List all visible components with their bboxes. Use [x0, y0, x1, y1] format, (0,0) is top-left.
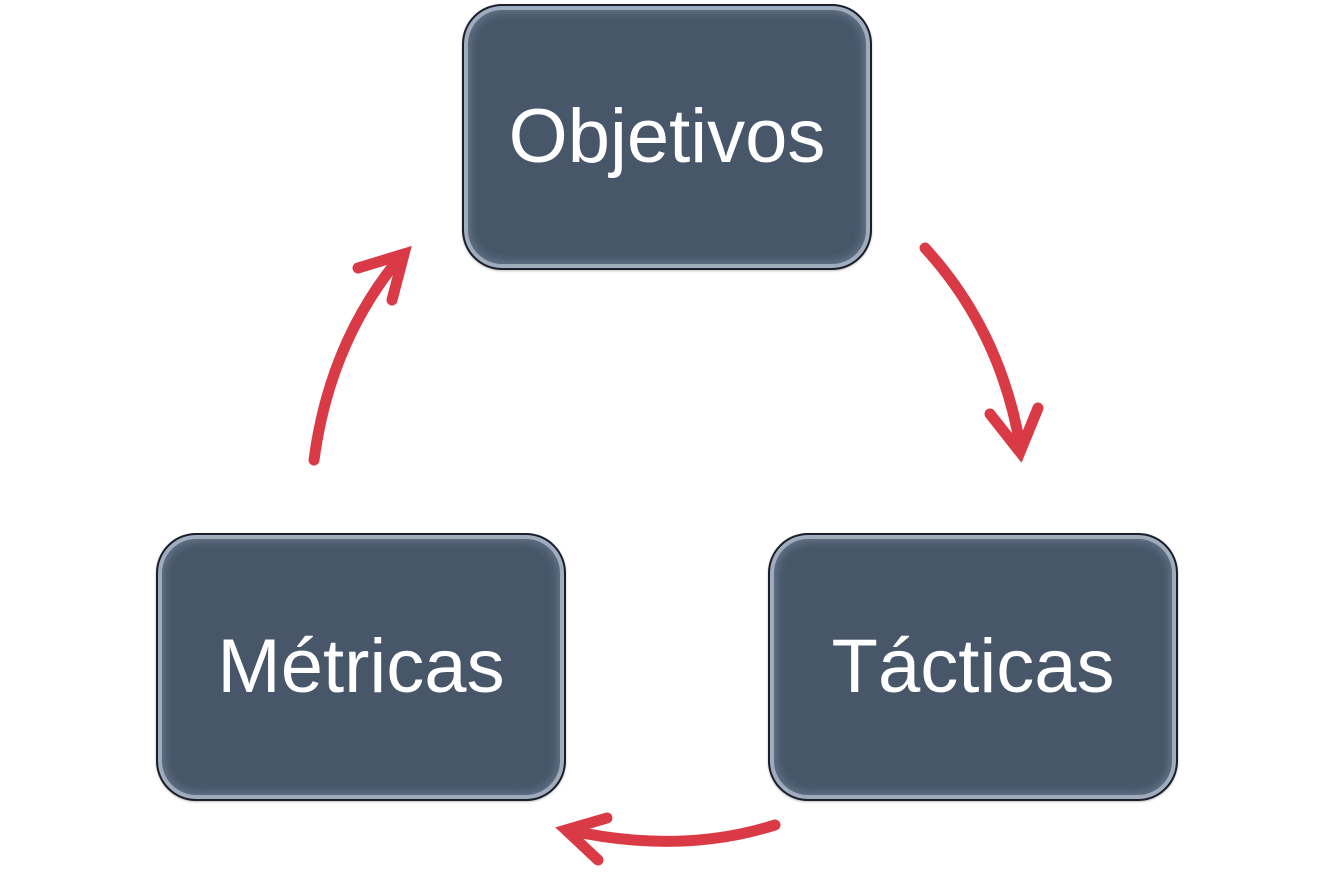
- node-metricas: Métricas: [156, 533, 566, 801]
- arrow-tacticas-to-metricas-shaft: [562, 819, 781, 847]
- arrow-objetivos-to-tacticas-head: [984, 402, 1044, 463]
- arrow-metricas-to-objetivos-shaft: [308, 249, 408, 466]
- node-tacticas: Tácticas: [768, 533, 1178, 801]
- node-tacticas-label: Tácticas: [831, 624, 1115, 709]
- arrow-metricas-to-objetivos: [308, 245, 412, 466]
- arrow-tacticas-to-metricas: [555, 812, 781, 866]
- node-objetivos: Objetivos: [462, 4, 872, 270]
- arrow-objetivos-to-tacticas-shaft: [919, 242, 1026, 451]
- arrow-metricas-to-objetivos-head: [352, 245, 412, 306]
- node-objetivos-label: Objetivos: [508, 94, 826, 179]
- node-metricas-label: Métricas: [217, 624, 505, 709]
- arrow-tacticas-to-metricas-head: [555, 812, 613, 866]
- arrow-objetivos-to-tacticas: [919, 242, 1044, 463]
